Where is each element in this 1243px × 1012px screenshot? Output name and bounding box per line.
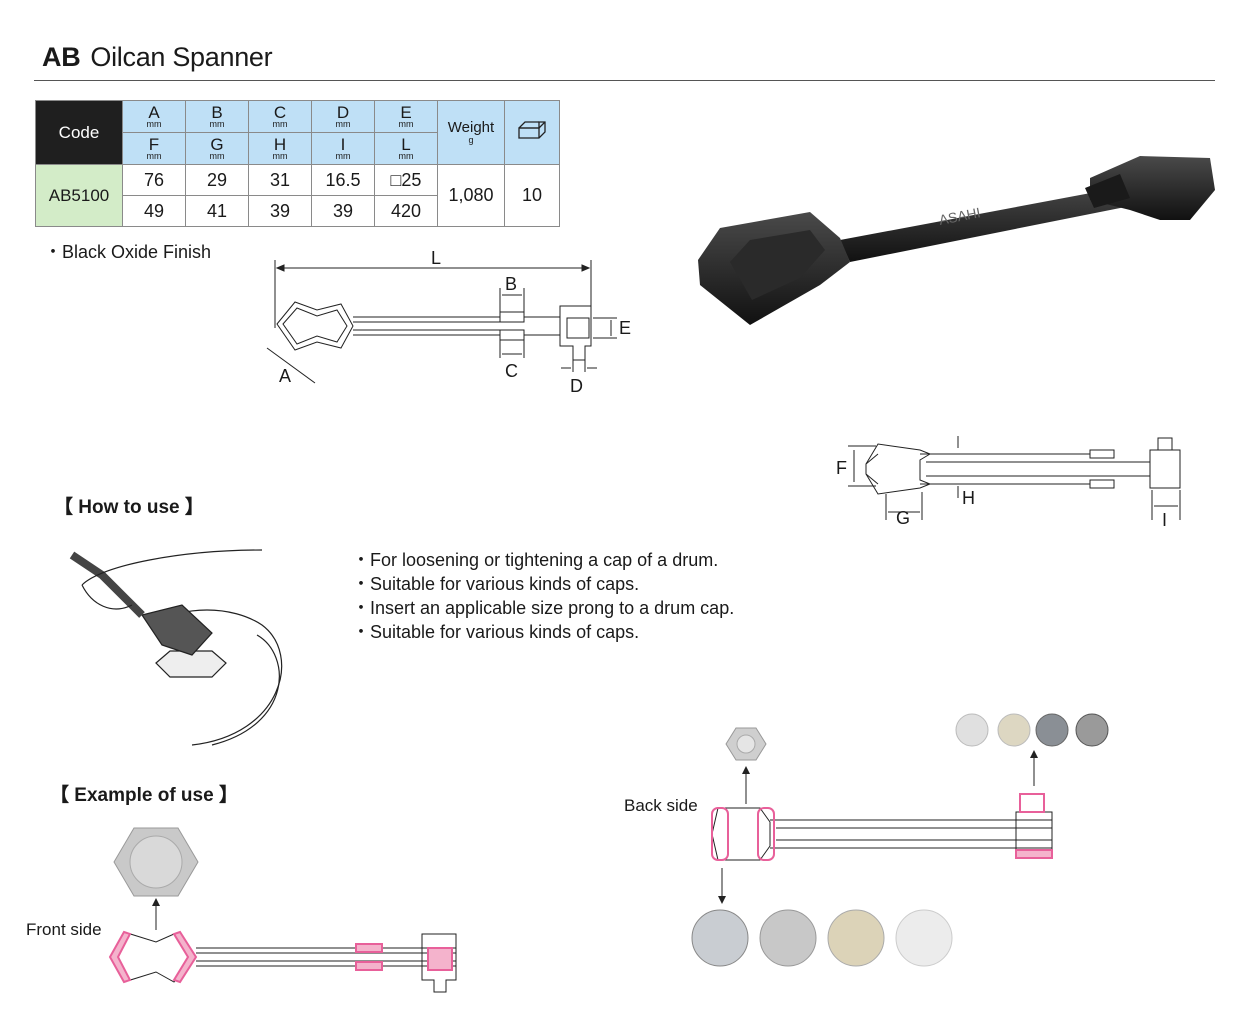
- value-g: 41: [185, 195, 249, 227]
- value-d: 16.5: [311, 164, 375, 196]
- dim-label-a: A: [279, 366, 291, 386]
- list-item: ・Insert an applicable size prong to a dr…: [352, 598, 735, 618]
- header-divider: [34, 80, 1215, 81]
- model-cell: AB5100: [35, 164, 123, 227]
- small-hex-cap-icon: [725, 727, 767, 761]
- side-dimension-diagram: F H G I: [836, 436, 1181, 528]
- back-side-diagram: [691, 713, 1109, 967]
- how-to-use-list: ・For loosening or tightening a cap of a …: [352, 548, 734, 644]
- cap-icons-top-row: [955, 713, 1109, 747]
- box-icon: [504, 100, 560, 165]
- value-f: 49: [122, 195, 186, 227]
- how-to-use-heading: 【 How to use 】: [54, 497, 204, 518]
- value-e: □25: [374, 164, 438, 196]
- list-item: ・Suitable for various kinds of caps.: [352, 574, 640, 594]
- dim-label-g: G: [896, 508, 910, 528]
- how-to-use-illustration: [69, 549, 283, 746]
- cap-icons-bottom-row: [691, 909, 953, 967]
- weight-value: 1,080: [437, 164, 505, 227]
- dim-label-l: L: [431, 248, 441, 268]
- hex-cap-icon: [113, 827, 199, 897]
- front-side-label: Front side: [26, 920, 102, 939]
- product-title: Oilcan Spanner: [90, 42, 273, 72]
- back-side-label: Back side: [624, 796, 698, 815]
- finish-note: ・Black Oxide Finish: [44, 242, 212, 262]
- front-side-diagram: [108, 827, 457, 993]
- dim-label-i: I: [1162, 510, 1167, 528]
- value-a: 76: [122, 164, 186, 196]
- list-item: ・Suitable for various kinds of caps.: [352, 622, 640, 642]
- dim-label-h: H: [962, 488, 975, 508]
- pack-value: 10: [504, 164, 560, 227]
- value-l: 420: [374, 195, 438, 227]
- svg-text:ASAHI: ASAHI: [938, 204, 982, 228]
- dim-label-e: E: [619, 318, 631, 338]
- value-b: 29: [185, 164, 249, 196]
- dim-label-c: C: [505, 361, 518, 381]
- value-h: 39: [248, 195, 312, 227]
- dim-label-f: F: [836, 458, 847, 478]
- code-header: Code: [35, 100, 123, 165]
- dim-label-b: B: [505, 274, 517, 294]
- value-i: 39: [311, 195, 375, 227]
- list-item: ・For loosening or tightening a cap of a …: [352, 550, 719, 570]
- product-photo: ASAHI: [698, 156, 1215, 325]
- top-dimension-diagram: L B E A C D: [266, 248, 631, 396]
- page-title: AB Oilcan Spanner: [42, 42, 273, 73]
- example-of-use-heading: 【 Example of use 】: [50, 785, 238, 806]
- product-code: AB: [42, 42, 81, 72]
- dim-label-d: D: [570, 376, 583, 396]
- value-c: 31: [248, 164, 312, 196]
